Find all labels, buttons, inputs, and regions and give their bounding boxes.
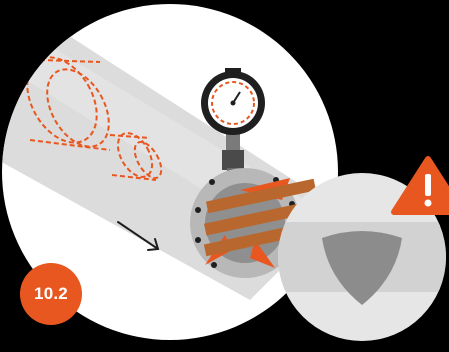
step-badge-label: 10.2 [20,263,82,325]
